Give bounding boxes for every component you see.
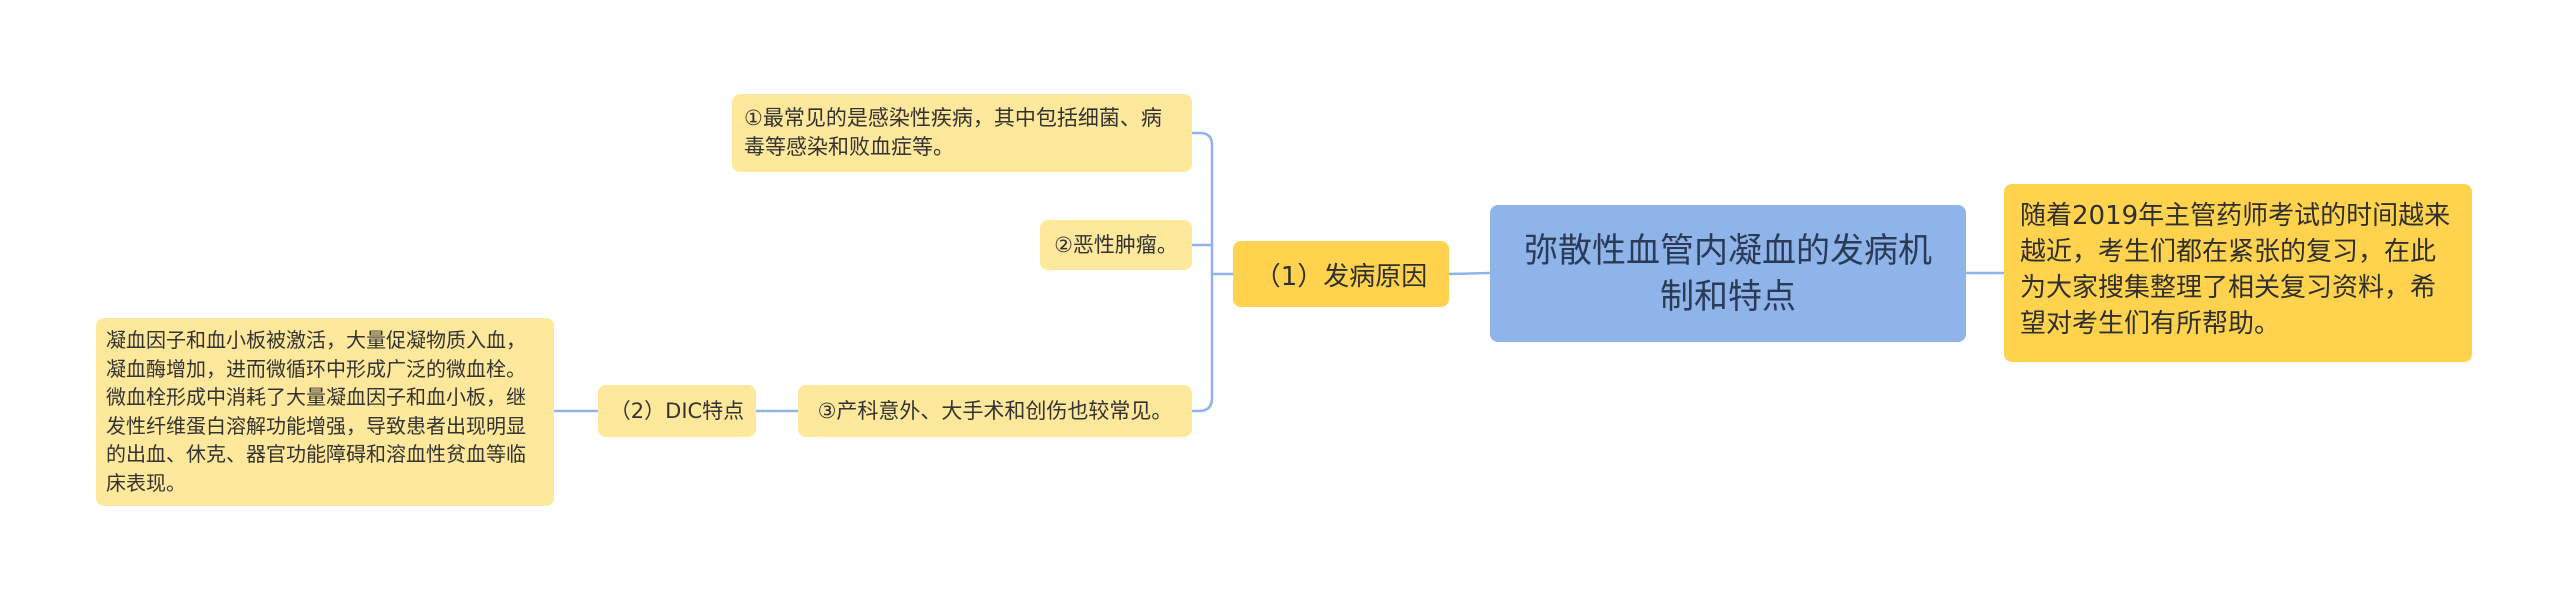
connector-root-branch1 — [1448, 271, 1491, 276]
intro-note-text: 随着2019年主管药师考试的时间越来越近，考生们都在紧张的复习，在此为大家搜集整… — [2020, 201, 2451, 339]
topic-dic-features[interactable]: （2）DIC特点 — [598, 385, 756, 437]
topic-cause[interactable]: （1）发病原因 — [1233, 241, 1449, 307]
leaf-tumor[interactable]: ②恶性肿瘤。 — [1040, 220, 1192, 270]
leaf-tumor-text: ②恶性肿瘤。 — [1054, 232, 1178, 257]
leaf-infection[interactable]: ①最常见的是感染性疾病，其中包括细菌、病毒等感染和败血症等。 — [732, 94, 1192, 172]
topic-dic-features-label: （2）DIC特点 — [609, 398, 745, 423]
leaf-infection-text: ①最常见的是感染性疾病，其中包括细菌、病毒等感染和败血症等。 — [744, 106, 1162, 159]
leaf-obstetric-text: ③产科意外、大手术和创伤也较常见。 — [817, 398, 1173, 423]
leaf-dic-description[interactable]: 凝血因子和血小板被激活，大量促凝物质入血，凝血酶增加，进而微循环中形成广泛的微血… — [96, 318, 554, 506]
leaf-obstetric[interactable]: ③产科意外、大手术和创伤也较常见。 — [798, 385, 1192, 437]
root-topic-label: 弥散性血管内凝血的发病机制和特点 — [1524, 230, 1932, 317]
root-topic[interactable]: 弥散性血管内凝血的发病机制和特点 — [1490, 205, 1966, 342]
topic-cause-label: （1）发病原因 — [1254, 261, 1428, 292]
leaf-dic-description-text: 凝血因子和血小板被激活，大量促凝物质入血，凝血酶增加，进而微循环中形成广泛的微血… — [106, 328, 526, 495]
intro-note[interactable]: 随着2019年主管药师考试的时间越来越近，考生们都在紧张的复习，在此为大家搜集整… — [2004, 184, 2472, 362]
connector-branch1-spine — [1192, 131, 1233, 413]
